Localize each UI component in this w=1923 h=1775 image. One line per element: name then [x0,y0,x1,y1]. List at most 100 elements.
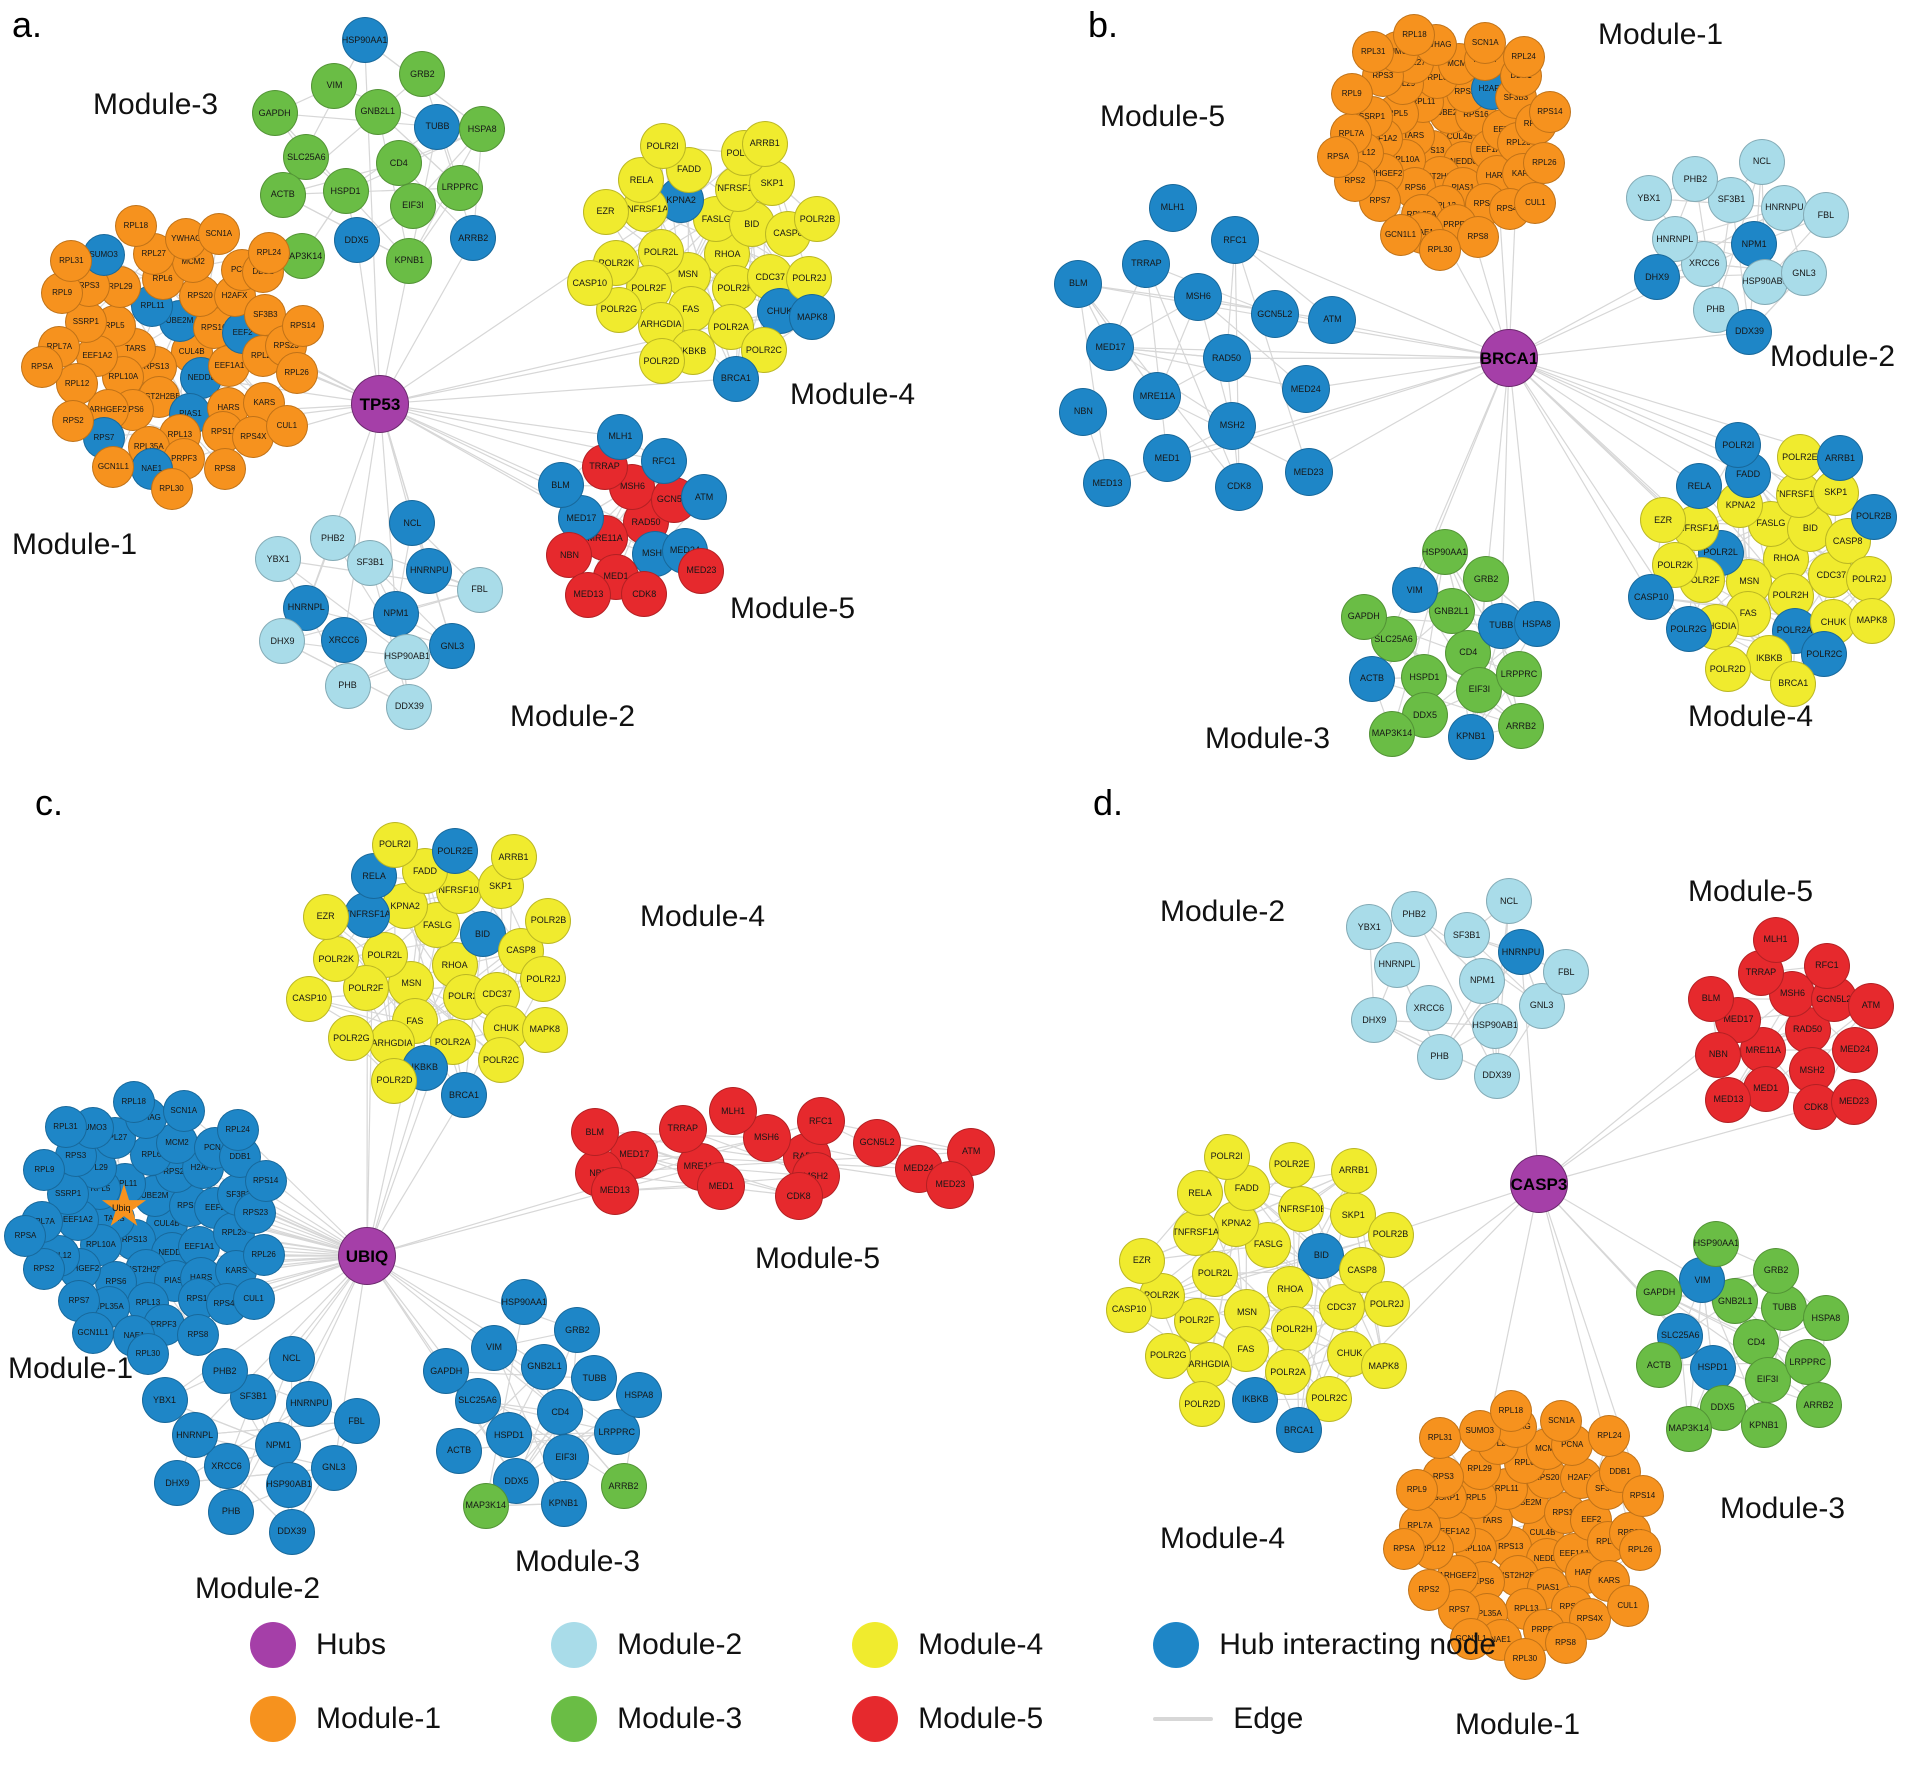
module3-swatch-icon [551,1696,598,1742]
edge [366,1255,545,1368]
edge [701,1166,816,1177]
edge [100,1218,115,1246]
edge [282,640,410,708]
edge [764,143,810,279]
edge [44,1169,368,1257]
edge [1497,1420,1562,1445]
edge [1439,951,1522,1058]
edge [1717,993,1793,1056]
edge [1439,206,1445,251]
edge [1289,1288,1385,1367]
edge [1753,214,1827,245]
edge [619,436,634,487]
edge [350,1038,395,1082]
edge [77,1117,147,1220]
edge [277,559,307,609]
edge [145,1117,368,1257]
edge [560,436,621,486]
edge [282,193,410,262]
edge [1760,965,1827,974]
edge [493,1347,561,1413]
edge [366,1255,578,1331]
edge [1648,198,1705,264]
edge [1379,200,1457,226]
legend-item-module-1: Module-1 [250,1696,441,1742]
edge [1371,678,1393,734]
edge [61,254,105,294]
edge [1268,1244,1343,1308]
edge [1305,357,1510,390]
edge [485,1378,595,1507]
edge [1543,1435,1611,1631]
edge [1161,1170,1355,1297]
edge [1254,1183,1540,1401]
edge [1424,673,1520,716]
edge [274,112,347,192]
edge [393,965,456,1082]
edge [493,1329,578,1349]
hub-swatch-icon [250,1622,296,1668]
edge [1470,625,1502,737]
edge [379,403,561,486]
edge [1234,239,1310,473]
edge [687,169,690,275]
legend-label: Hub interacting node [1219,1628,1497,1661]
edge [194,1255,368,1436]
edge [1651,596,1770,659]
edge [345,126,438,192]
edge [604,538,617,577]
edge [164,1370,226,1401]
edge [1508,357,1875,518]
edge [1382,74,1522,140]
edge [645,496,705,523]
edge [1722,1361,1808,1409]
edge [1444,551,1520,675]
edge [1128,1309,1256,1401]
edge [1381,45,1437,140]
edge [1815,965,1828,1108]
edge [176,1435,196,1484]
edge [506,1027,545,1031]
edge [345,190,410,262]
legend-label: Module-1 [316,1702,442,1735]
edge [1508,357,1538,625]
edge [424,871,467,997]
edge [366,1255,479,1402]
edge [42,1221,368,1257]
edge [1369,913,1415,928]
edge [179,238,187,436]
legend-label: Module-5 [918,1702,1044,1735]
edge [1715,626,1825,655]
edge [1413,913,1498,1076]
edge [1508,357,1841,460]
edge [605,211,818,220]
edge [1775,939,1817,1108]
edge [85,321,134,411]
edge [201,377,381,405]
edge [1748,161,1763,332]
edge [463,920,550,1096]
edge [1508,357,1700,487]
edge [1466,934,1567,973]
edge [194,1434,293,1533]
edge [277,559,408,658]
edge [618,309,662,326]
edge [305,403,381,609]
legend-item-edge: Edge [1153,1702,1496,1736]
edge [1374,1019,1496,1027]
edge [377,111,410,262]
edge [366,1255,447,1372]
edge [515,1329,578,1482]
edge [1255,1398,1330,1401]
legend-label: Edge [1233,1702,1304,1735]
edge [112,321,181,468]
edge [654,497,705,555]
edge [278,558,480,591]
edge [59,253,155,348]
edge [1457,1410,1512,1576]
edge [620,436,665,462]
edge [1423,677,1426,716]
edge [1373,964,1398,1021]
